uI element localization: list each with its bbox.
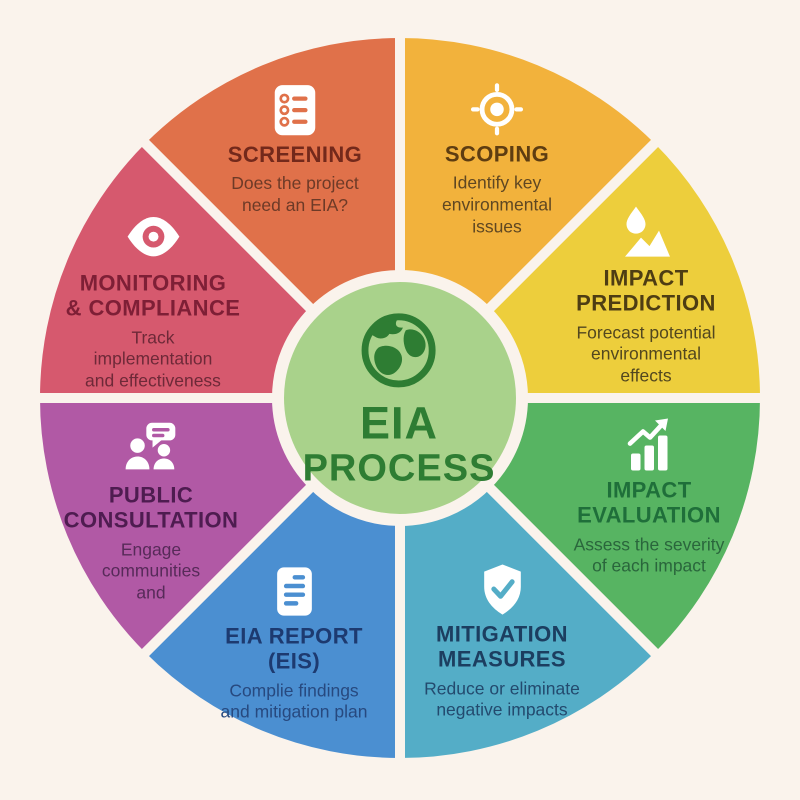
segment-title: SCOPING [444,141,550,167]
segment-eia-report: EIA REPORT (EIS) Complie findings and mi… [182,565,407,724]
segment-subtitle: Does the project need an EIA? [231,173,359,216]
segment-subtitle: Reduce or eliminate negative impacts [424,678,580,720]
document-icon [276,567,312,616]
segment-mitigation-measures-wedge [400,488,655,758]
segment-mitigation-measures: MITIGATION MEASURES Reduce or eliminate … [390,563,615,722]
segment-screening-wedge [145,37,400,308]
segment-subtitle: Track implementation and effectiveness [85,327,221,391]
segment-screening: SCREENING Does the project need an EIA? [190,83,400,217]
segment-subtitle: Forecast potential environmental effects [576,322,716,386]
segment-public-consultation-wedge [40,398,310,653]
segment-scoping: SCOPING Identify key environmental issue… [397,82,597,237]
segment-title: IMPACT EVALUATION [577,477,721,528]
segment-title: SCREENING [227,142,363,168]
people-chat-icon [125,422,175,470]
segment-monitoring-compliance: MONITORING & COMPLIANCE Track implementa… [31,208,276,393]
segment-subtitle: Identify key environmental issues [442,172,552,236]
segment-impact-prediction-wedge [490,143,760,398]
center-title-line1: EIA [359,397,439,449]
segment-public-consultation: PUBLIC CONSULTATION Engage communities a… [44,420,259,605]
segment-monitoring-compliance-wedge [39,143,310,398]
segment-subtitle: Assess the severity of each impact [573,534,725,576]
segment-impact-prediction: IMPACT PREDICTION Forecast potential env… [540,205,752,388]
target-icon [470,83,524,136]
segment-dividers [27,25,773,771]
eye-icon [127,216,179,257]
segment-title: EIA REPORT (EIS) [225,623,363,674]
center-hub: EIA PROCESS [303,310,496,489]
center-title-line2: PROCESS [302,446,496,489]
droplet-mountain-icon [625,206,670,257]
segment-scoping-wedge [400,37,655,308]
shield-check-icon [483,564,521,615]
bar-chart-icon [627,418,668,471]
checklist-icon [274,85,316,136]
segment-title: PUBLIC CONSULTATION [63,482,239,533]
segment-title: IMPACT PREDICTION [576,265,716,316]
segment-eia-report-wedge [145,488,400,758]
segment-title: MONITORING & COMPLIANCE [65,270,241,321]
globe-icon [361,313,436,388]
segment-title: MITIGATION MEASURES [436,621,568,672]
segment-subtitle: Complie findings and mitigation plan [220,680,368,722]
segment-impact-evaluation: IMPACT EVALUATION Assess the severity of… [543,417,755,578]
center-circle [284,282,516,514]
segment-impact-evaluation-wedge [490,398,760,653]
segment-subtitle: Engage communities and [101,539,201,603]
